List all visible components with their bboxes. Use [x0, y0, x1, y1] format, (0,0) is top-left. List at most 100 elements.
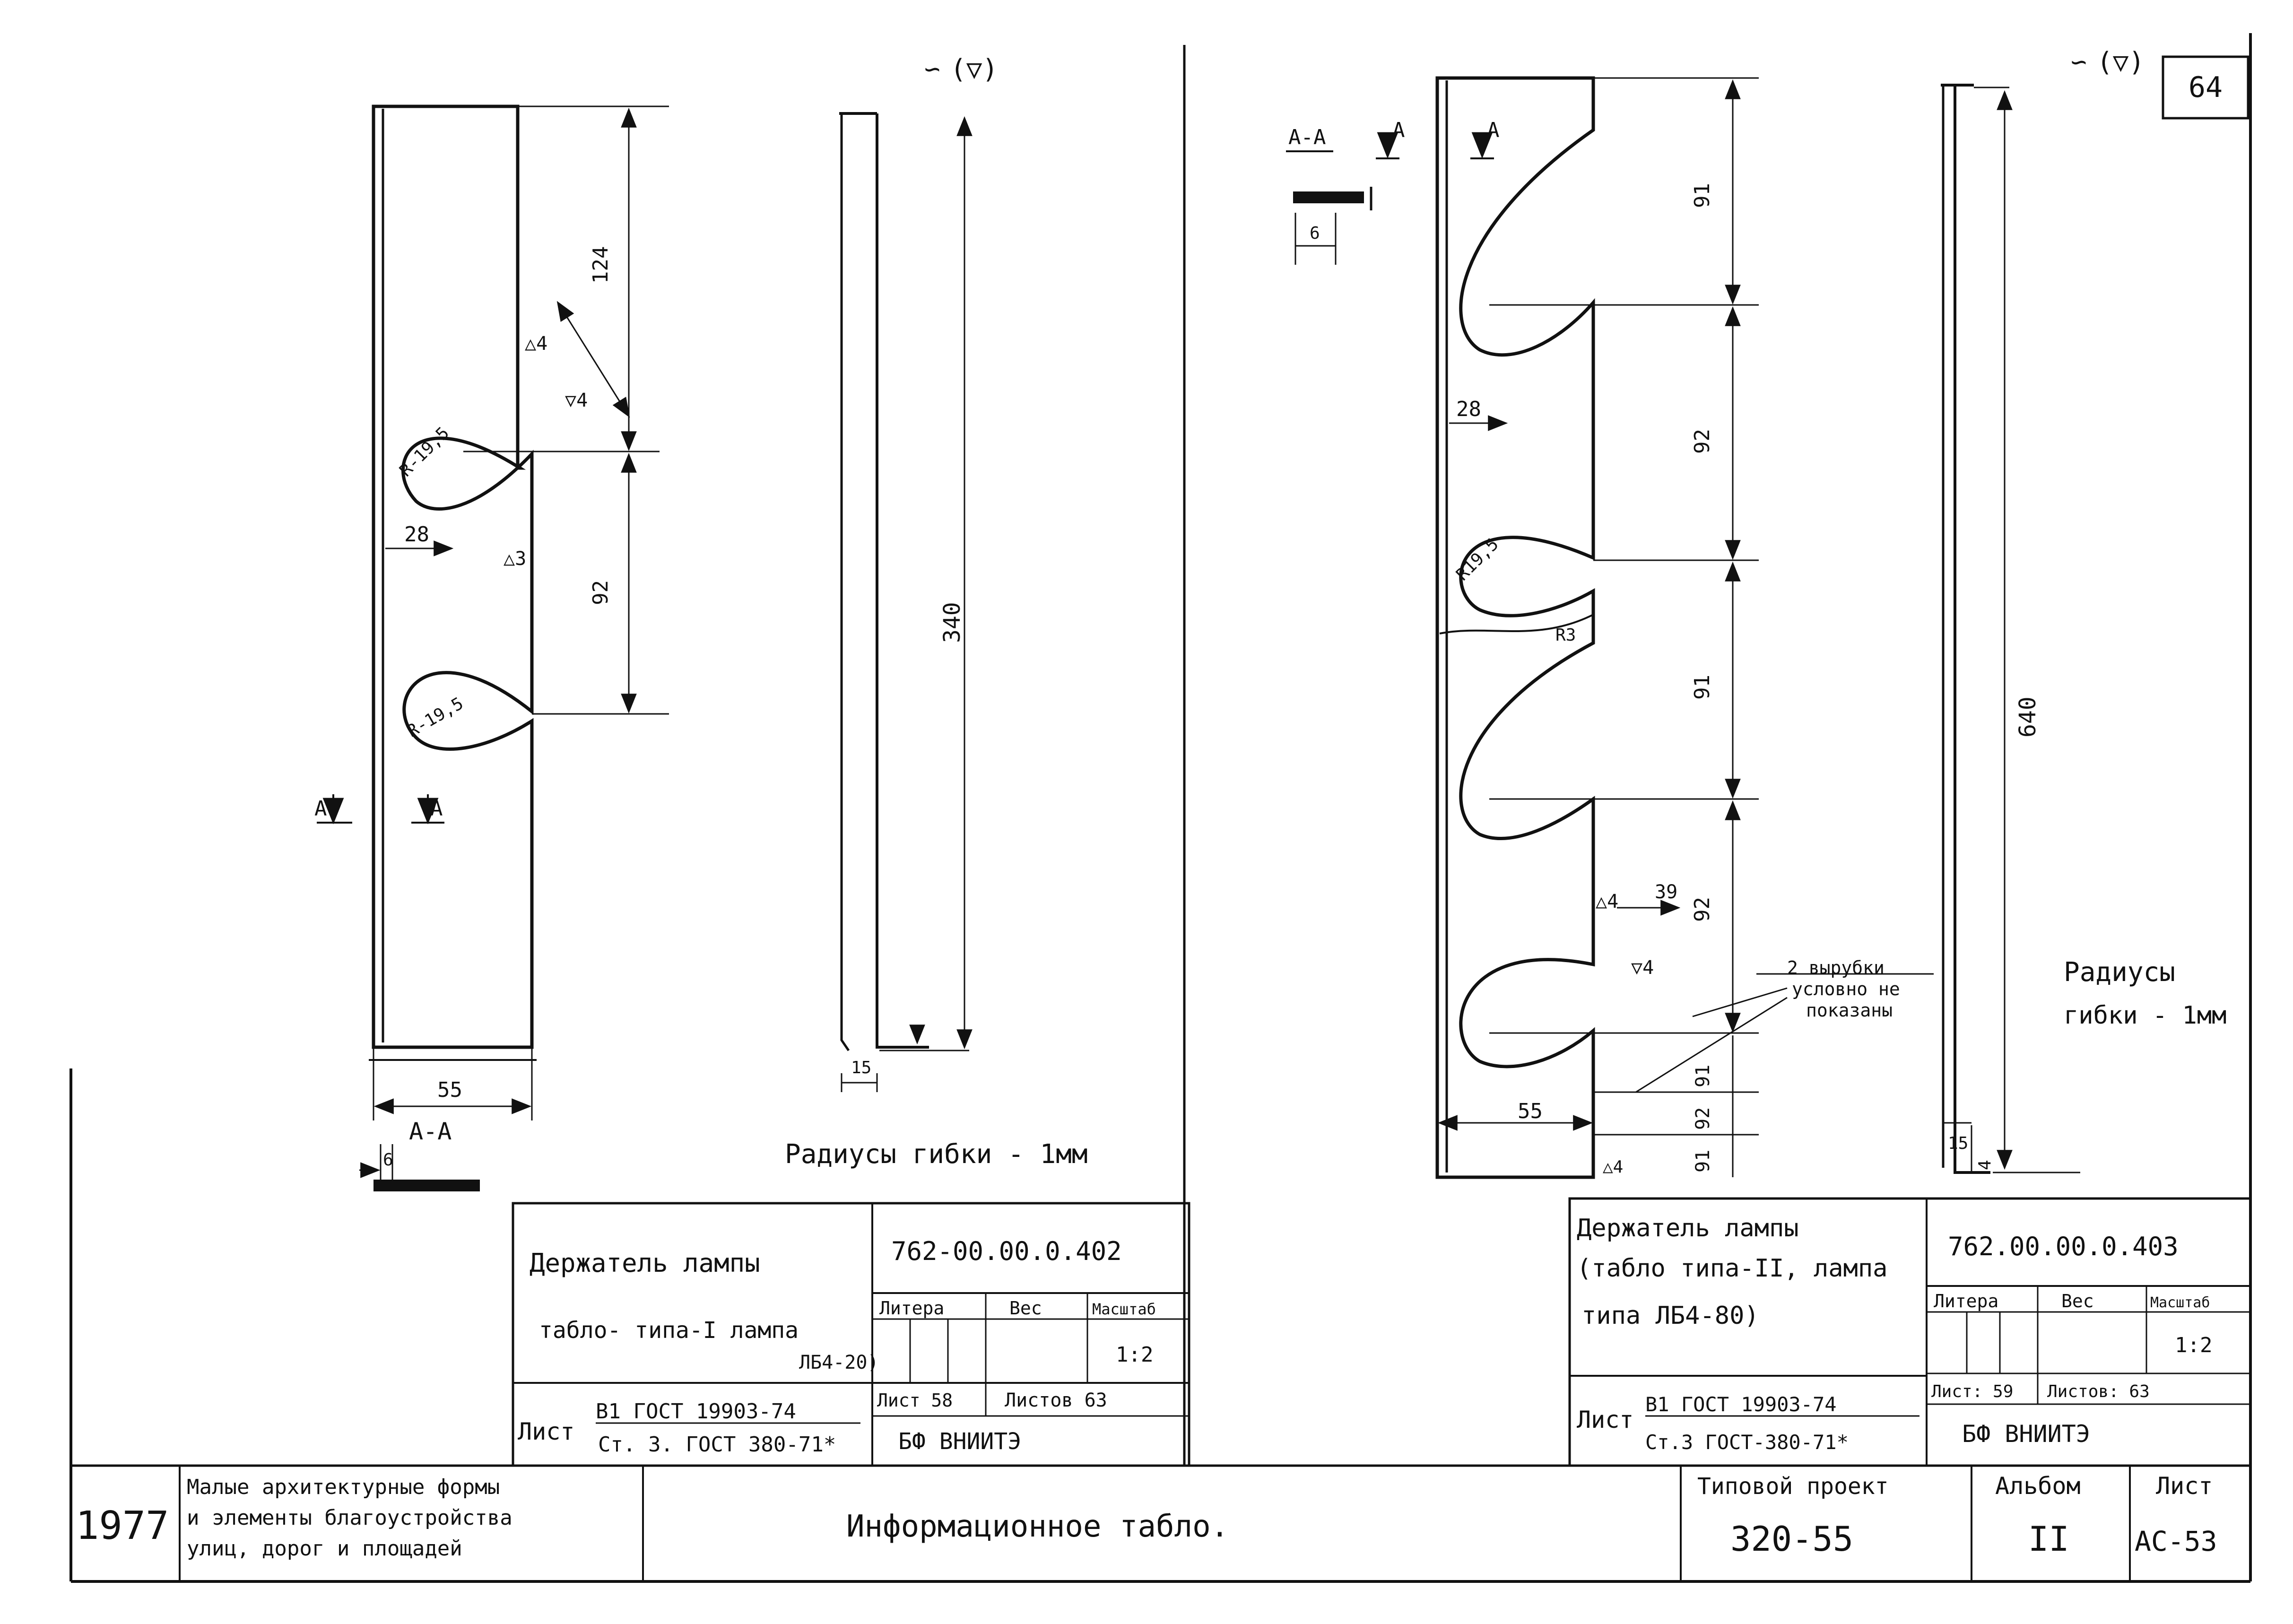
material-line2: Ст. 3. ГОСТ 380-71*: [598, 1433, 836, 1457]
roughness-sign-right-icon: ∽: [2071, 47, 2087, 78]
bend-note-line2: гибки - 1мм: [2064, 1001, 2226, 1030]
dim-55: 55: [1518, 1099, 1543, 1123]
dim-28: 28: [404, 522, 429, 547]
album-number: II: [2028, 1519, 2069, 1559]
dim-91-b: 91: [1690, 675, 1714, 700]
side-dim-4: 4: [1975, 1160, 1995, 1170]
part-name-line2: табло- типа-I лампа: [539, 1317, 799, 1344]
radius-label-2: R-19,5: [404, 694, 467, 741]
cutout-note-line1: 2 вырубки: [1787, 957, 1885, 978]
weld-mark-3: △3: [504, 548, 526, 570]
sheet-frame: [69, 33, 2252, 1583]
sheet-label: Лист 58: [877, 1390, 953, 1411]
scale-value: 1:2: [2175, 1333, 2212, 1357]
dim-92: 92: [589, 580, 613, 605]
section-dim-6-right: 6: [1310, 224, 1320, 243]
bottom-title-strip: 1977 Малые архитектурные формы и элемент…: [76, 1466, 2217, 1581]
right-dimension-labels: 91 92 91 92 91 92 91 28 55 39 R19,5 R3 △…: [1392, 118, 1900, 1177]
side-dim-15: 15: [1948, 1134, 1968, 1153]
cutout-note-line3: показаны: [1806, 1000, 1893, 1021]
part-name-line2: (табло типа-II, лампа: [1577, 1254, 1887, 1283]
dim-55: 55: [437, 1078, 462, 1102]
dim-91-a: 91: [1690, 183, 1714, 208]
weight-label: Вес: [2061, 1291, 2094, 1311]
album-label: Альбом: [1995, 1472, 2081, 1500]
scale-label: Масштаб: [1092, 1300, 1156, 1318]
side-dim-640: 640: [2015, 696, 2041, 738]
material-prefix: Лист: [518, 1418, 574, 1445]
part-name-line3: типа ЛБ4-80): [1581, 1302, 1759, 1330]
sheet-code: АС-53: [2135, 1525, 2217, 1557]
view-marker-right: (▽): [2097, 47, 2145, 78]
litera-label: Литера: [879, 1298, 944, 1319]
drawing-code: 762-00.00.0.402: [891, 1236, 1122, 1266]
left-dimension-labels: 124 92 28 55 R-19,5 R-19,5 △4 ▽4 △3 A A …: [314, 246, 613, 1145]
view-marker: (▽): [950, 54, 998, 85]
part-name-line1: Держатель лампы: [1577, 1214, 1799, 1242]
sheet-label: Лист: 59: [1931, 1382, 2013, 1401]
section-mark-right: A: [430, 797, 443, 821]
section-mark-a: A: [1392, 118, 1405, 142]
cutout-note-line2: условно не: [1792, 979, 1900, 999]
sheet-number-box: 64: [2162, 55, 2250, 120]
left-part-front-view: [317, 104, 669, 1120]
weld-mark-b: ▽4: [1631, 957, 1654, 979]
right-part-side-view: 640 15 4 (▽) ∽ Радиусы гибки - 1мм: [1941, 47, 2226, 1174]
part-name-line1: Держатель лампы: [530, 1248, 760, 1278]
dim-91-c: 91: [1692, 1065, 1714, 1087]
dim-124: 124: [589, 246, 613, 284]
weld-mark-2: ▽4: [565, 390, 588, 411]
section-mark-left: A: [314, 797, 327, 821]
right-section-view: А-А 6: [1286, 125, 1372, 265]
litera-label: Литера: [1934, 1291, 1998, 1311]
series-line2: и элементы благоустройства: [187, 1506, 512, 1530]
material-line2: Ст.3 ГОСТ-380-71*: [1645, 1431, 1849, 1454]
section-label: А-А: [409, 1118, 452, 1145]
year: 1977: [76, 1503, 169, 1548]
sheet-number: 64: [2189, 71, 2223, 104]
project-number: 320-55: [1730, 1519, 1853, 1559]
dim-92-a: 92: [1690, 429, 1714, 454]
section-label-right: А-А: [1288, 125, 1326, 149]
weld-mark-c: △4: [1603, 1157, 1623, 1177]
drawing-code: 762.00.00.0.403: [1948, 1232, 2179, 1261]
series-line1: Малые архитектурные формы: [187, 1475, 500, 1499]
material-line1: В1 ГОСТ 19903-74: [596, 1399, 796, 1424]
radius-label-3: R3: [1555, 625, 1576, 645]
weld-mark-a: △4: [1596, 891, 1618, 912]
roughness-sign-icon: ∽: [924, 54, 940, 85]
scale-label: Масштаб: [2150, 1294, 2210, 1311]
dim-92-b: 92: [1690, 897, 1714, 922]
left-section-view: 6: [359, 1144, 480, 1191]
part-name-line3: ЛБ4-20): [799, 1352, 879, 1373]
organization: БФ ВНИИТЭ: [1962, 1420, 2090, 1448]
project-label: Типовой проект: [1697, 1473, 1889, 1500]
dim-91-d: 91: [1692, 1150, 1714, 1172]
section-mark-b: A: [1487, 118, 1500, 142]
sheets-label: Листов 63: [1005, 1390, 1107, 1411]
section-dim-6: 6: [383, 1150, 393, 1170]
title-block-right: Держатель лампы (табло типа-II, лампа ти…: [1568, 1197, 2252, 1467]
sheet-title: Информационное табло.: [846, 1509, 1229, 1544]
weight-label: Вес: [1009, 1298, 1042, 1319]
left-part-side-view: 340 15 (▽) ∽ Радиусы гибки - 1мм: [785, 54, 1088, 1170]
radius-label-1: R-19,5: [396, 423, 453, 480]
dim-92-c: 92: [1692, 1107, 1714, 1130]
bend-note-line1: Радиусы: [2064, 957, 2175, 988]
dim-39: 39: [1655, 881, 1677, 903]
side-dim-340: 340: [939, 602, 965, 643]
material-prefix: Лист: [1577, 1406, 1633, 1433]
bend-radius-note: Радиусы гибки - 1мм: [785, 1139, 1088, 1170]
series-line3: улиц, дорог и площадей: [187, 1537, 462, 1561]
radius-label-19-5: R19,5: [1452, 535, 1503, 585]
material-line1: В1 ГОСТ 19903-74: [1645, 1393, 1837, 1416]
right-part-front-view: [1376, 76, 1934, 1179]
sheets-label: Листов: 63: [2047, 1382, 2150, 1401]
organization: БФ ВНИИТЭ: [898, 1428, 1021, 1455]
scale-value: 1:2: [1116, 1343, 1153, 1367]
sheet-label: Лист: [2156, 1472, 2213, 1500]
dim-28: 28: [1456, 397, 1481, 421]
title-block-left: Держатель лампы табло- типа-I лампа ЛБ4-…: [512, 1202, 1190, 1467]
weld-mark-1: △4: [525, 333, 547, 355]
